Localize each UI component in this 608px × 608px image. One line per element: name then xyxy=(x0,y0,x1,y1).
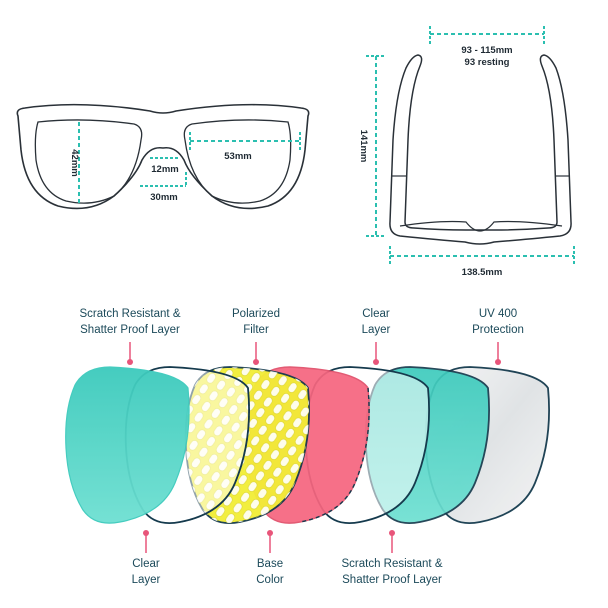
lens-layers xyxy=(65,366,550,525)
pointer-dot-bottom-1 xyxy=(143,530,149,536)
frame-width-label: 138.5mm xyxy=(462,267,503,278)
pointers xyxy=(127,342,501,553)
lens-width-label: 53mm xyxy=(224,151,251,162)
pointer-dot-bottom-2 xyxy=(267,530,273,536)
label-clear-layer-top: Clear Layer xyxy=(361,308,391,336)
hidden-edge-1 xyxy=(179,387,250,523)
label-scratch-resistant-bottom: Scratch Resistant & Shatter Proof Layer xyxy=(341,558,443,586)
temple-length-label: 141mm xyxy=(358,130,369,163)
hidden-edge-2 xyxy=(299,387,370,523)
bridge-outer-label: 30mm xyxy=(150,192,177,203)
pointer-dot-top-1 xyxy=(127,359,133,365)
label-polarized-filter: Polarized Filter xyxy=(232,308,280,336)
label-clear-layer-bottom: Clear Layer xyxy=(131,558,161,586)
pointer-dot-bottom-3 xyxy=(389,530,395,536)
label-scratch-resistant-top: Scratch Resistant & Shatter Proof Layer xyxy=(79,308,181,336)
scratch-resistant-layer-front xyxy=(65,366,190,524)
temple-resting-label: 93 resting xyxy=(465,57,510,68)
pointer-dot-top-4 xyxy=(495,359,501,365)
bridge-label: 12mm xyxy=(151,164,178,175)
lens-height-label: 42mm xyxy=(69,149,80,176)
temple-spread-label: 93 - 115mm xyxy=(461,45,512,56)
top-lens-front xyxy=(399,220,563,232)
left-lens-outline xyxy=(34,119,143,204)
top-frame-outline xyxy=(389,54,572,245)
pointer-dot-top-2 xyxy=(253,359,259,365)
label-base-color: Base Color xyxy=(256,558,284,586)
pointer-dot-top-3 xyxy=(373,359,379,365)
label-uv400: UV 400 Protection xyxy=(472,308,524,336)
right-lens-outline xyxy=(183,119,292,204)
front-view: 42mm 53mm 12mm 30mm xyxy=(16,103,310,210)
top-view: 93 - 115mm 93 resting 141mm 138.5mm xyxy=(358,26,575,278)
